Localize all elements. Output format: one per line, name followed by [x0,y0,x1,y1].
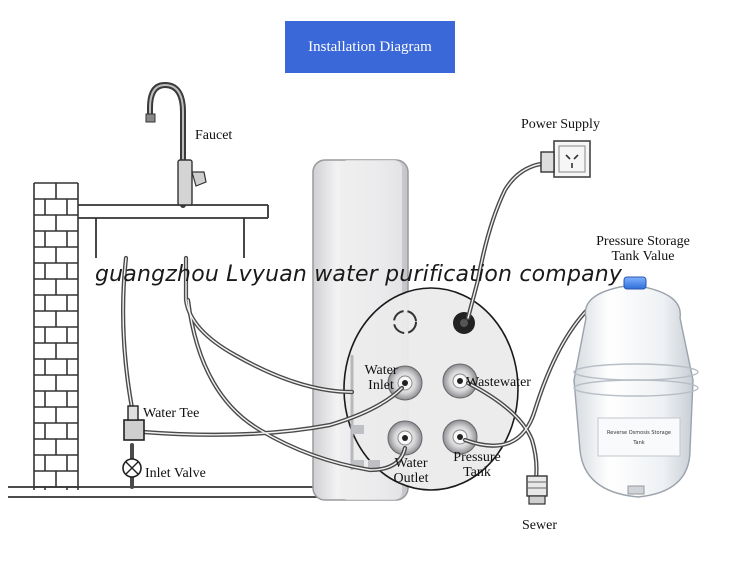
sewer-drain-icon [527,476,547,504]
water-outlet-label: Water Outlet [388,457,434,486]
title-banner: Installation Diagram [285,21,455,73]
sink-counter [8,205,320,497]
pressure-tank-label: Pressure Tank [449,451,505,480]
sewer-label: Sewer [522,519,557,533]
water-inlet-label: Water Inlet [358,364,404,393]
power-port [453,312,475,334]
water-tee-label: Water Tee [143,407,199,421]
tank-sticker-text: Reverse Osmosis Storage Tank [602,428,676,448]
company-watermark: guangzhou Lvyuan water purification comp… [95,262,675,287]
power-socket-icon [541,141,590,177]
diagram-title: Installation Diagram [308,39,432,56]
inlet-valve-label: Inlet Valve [145,467,206,481]
water-tee-icon [124,406,144,440]
pressure-tank-fitting [443,420,477,454]
faucet-label: Faucet [195,129,232,143]
power-supply-label: Power Supply [521,118,600,132]
faucet-icon [146,85,206,205]
inlet-valve-icon [123,459,141,477]
pressure-storage-label: Pressure Storage Tank Value [588,235,698,264]
pressure-storage-tank [574,277,698,497]
wastewater-label: Wastewater [466,376,531,390]
brick-wall [34,183,78,490]
